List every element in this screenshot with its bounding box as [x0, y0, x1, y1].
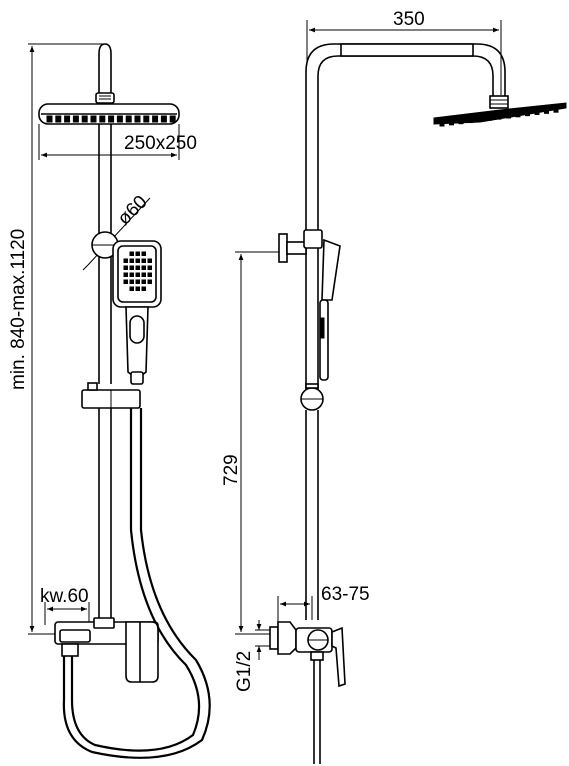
mixer-front: [54, 617, 159, 683]
nozzle: [99, 115, 106, 123]
hand-shower-side: [319, 238, 341, 381]
mixer-to-holder-label: 729: [221, 454, 242, 486]
nozzle: [152, 115, 159, 123]
head-nozzle-side: [506, 114, 511, 119]
head-nozzle-side: [525, 112, 530, 117]
nozzle: [108, 115, 115, 123]
head-nozzle-side: [458, 120, 464, 125]
handset-nozzle: [135, 286, 140, 291]
handset-nozzle: [129, 258, 134, 263]
nozzle: [160, 115, 167, 123]
arm-length-dimension-line: [306, 20, 502, 95]
handset-diameter-label: ø60: [114, 192, 152, 230]
handset-nozzle: [129, 272, 134, 277]
head-nozzle-side: [477, 117, 483, 122]
handset-nozzle: [135, 272, 140, 277]
handset-nozzle: [135, 251, 140, 256]
nozzle: [143, 115, 150, 123]
mixer-side: [269, 621, 346, 764]
thread-label: G1/2: [234, 651, 255, 692]
handset-nozzle: [135, 265, 140, 270]
handset-nozzle: [129, 286, 134, 291]
spacing-dimension-line: [44, 602, 90, 625]
nozzle: [90, 115, 97, 123]
spacing-label: kw.60: [40, 586, 89, 607]
head-nozzle-side: [487, 116, 492, 121]
nozzle: [81, 115, 88, 123]
handset-nozzle: [135, 279, 140, 284]
height-range-label: min. 840-max.1120: [8, 229, 29, 390]
handset-nozzle: [147, 265, 152, 270]
handset-nozzle: [129, 251, 134, 256]
handset-diameter-leader: [82, 197, 151, 271]
head-shower-front: [38, 92, 180, 125]
head-size-dimension-line: [38, 124, 180, 160]
nozzle: [64, 115, 71, 123]
head-size-label: 250x250: [124, 133, 197, 154]
handset-nozzle: [123, 279, 128, 284]
shower-arm: [305, 43, 506, 230]
nozzle: [125, 115, 132, 123]
head-nozzle-side: [534, 111, 540, 115]
head-shower-side: [433, 95, 567, 127]
head-nozzle-side: [468, 119, 473, 124]
head-nozzle-side: [449, 121, 454, 126]
mixer-to-holder-dimension-line: [235, 251, 290, 635]
head-nozzle-side: [496, 115, 502, 120]
nozzle: [134, 115, 141, 123]
hand-shower-front: [112, 240, 162, 385]
handset-nozzle: [129, 265, 134, 270]
slider-holder: [81, 382, 141, 409]
nozzle: [72, 115, 79, 123]
head-nozzle-side: [544, 109, 549, 114]
head-nozzle-side: [515, 113, 521, 118]
side-view: 350: [221, 9, 567, 764]
handset-nozzle: [129, 279, 134, 284]
head-nozzle-side: [439, 122, 445, 127]
handset-nozzle: [135, 258, 140, 263]
nozzle: [116, 115, 123, 123]
handset-nozzle: [141, 251, 146, 256]
handset-nozzle: [141, 258, 146, 263]
handset-nozzle: [147, 258, 152, 263]
arm-length-label: 350: [393, 9, 425, 30]
riser-side: [305, 248, 319, 620]
handset-nozzle: [141, 279, 146, 284]
front-view: min. 840-max.1120 250x250: [8, 43, 211, 759]
rail-top: [98, 43, 112, 95]
nozzle: [46, 115, 53, 123]
diverter-knob: [278, 229, 323, 263]
nozzle: [55, 115, 62, 123]
wall-offset-label: 63-75: [321, 584, 370, 605]
handset-nozzle: [141, 272, 146, 277]
handset-nozzle: [123, 272, 128, 277]
wall-offset-dimension-line: [277, 596, 313, 622]
handset-nozzle: [141, 286, 146, 291]
handset-nozzle: [147, 272, 152, 277]
handset-nozzle: [141, 265, 146, 270]
handset-nozzle: [123, 265, 128, 270]
handset-nozzle: [147, 279, 152, 284]
hose: [62, 408, 211, 759]
riser-pipe: [98, 124, 112, 620]
nozzle: [169, 115, 176, 123]
handset-nozzle: [123, 258, 128, 263]
slider-side: [300, 383, 324, 411]
head-nozzle-side: [553, 108, 559, 113]
